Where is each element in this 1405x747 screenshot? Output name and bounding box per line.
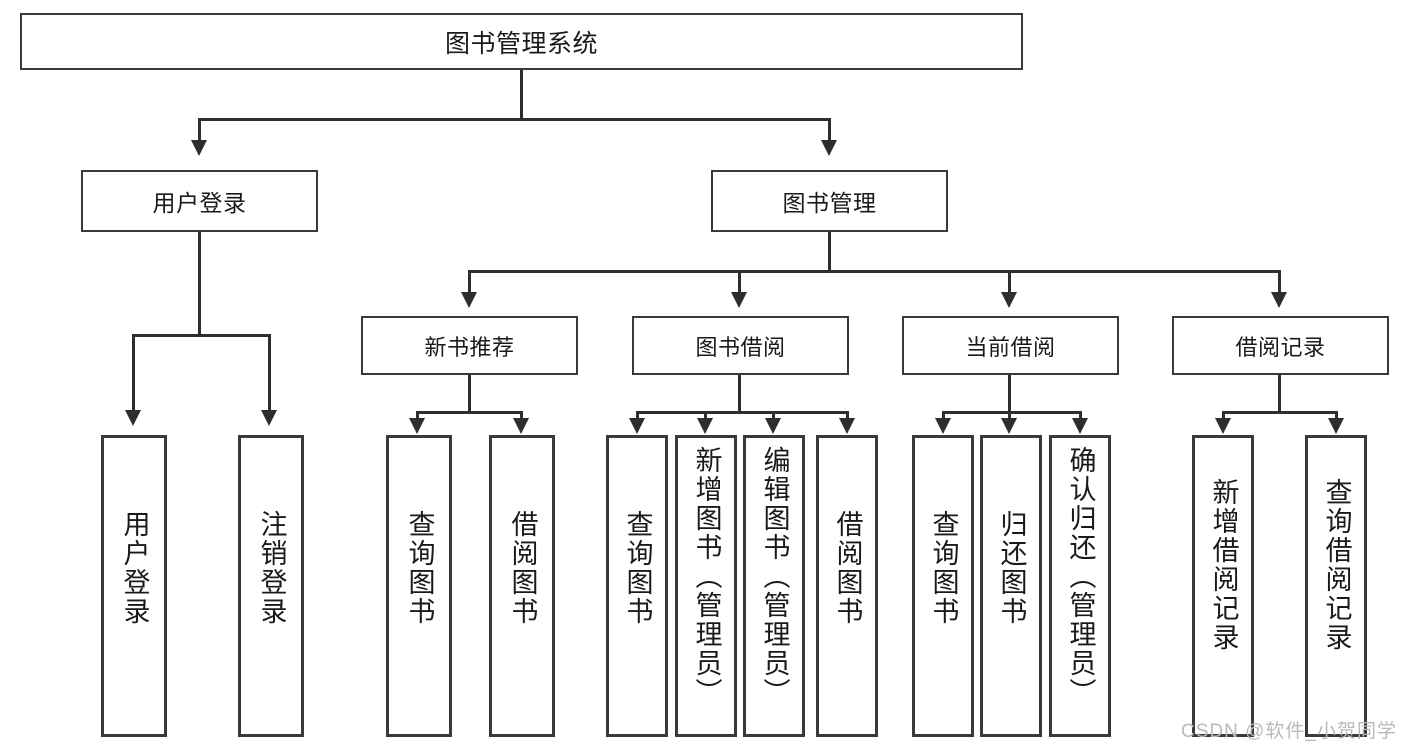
leaf-node-user-login[interactable]: 用户登录 (101, 435, 167, 737)
connector-br-stem (1278, 375, 1281, 413)
node-current-borrow[interactable]: 当前借阅 (902, 316, 1119, 375)
arrow-cb-to-leaf-3 (1072, 418, 1088, 434)
leaf-label: 确认归还（管理员） (1065, 446, 1096, 707)
connector-root-to-book-management (828, 118, 831, 144)
node-label: 用户登录 (152, 190, 247, 216)
connector-user-login-to-leaf-1 (132, 334, 135, 414)
leaf-label: 新增图书（管理员） (691, 446, 722, 707)
node-label: 新书推荐 (424, 334, 515, 360)
leaf-label: 编辑图书（管理员） (759, 446, 790, 707)
connector-br-to-leaf-1 (1222, 411, 1225, 423)
connector-bm-to-borrow-record (1278, 270, 1281, 296)
arrow-root-to-book-management (821, 140, 837, 156)
connector-root-to-user-login (198, 118, 201, 144)
leaf-node-query-book-bb[interactable]: 查询图书 (606, 435, 668, 737)
arrow-bb-to-leaf-2 (697, 418, 713, 434)
leaf-label: 新增借阅记录 (1208, 478, 1239, 652)
leaf-label: 查询借阅记录 (1321, 478, 1352, 652)
connector-bb-to-leaf-2 (704, 411, 707, 423)
connector-book-management-bus (468, 270, 1280, 273)
leaf-label: 注销登录 (256, 510, 287, 626)
arrow-user-login-to-leaf-2 (261, 410, 277, 426)
leaf-node-query-borrow-record[interactable]: 查询借阅记录 (1305, 435, 1367, 737)
leaf-label: 查询图书 (404, 510, 435, 626)
leaf-node-query-book-cb[interactable]: 查询图书 (912, 435, 974, 737)
leaf-node-query-book-nbr[interactable]: 查询图书 (386, 435, 452, 737)
connector-user-login-stem (198, 232, 201, 336)
connector-cb-to-leaf-3 (1079, 411, 1082, 423)
connector-bb-stem (738, 375, 741, 413)
connector-bm-to-current-borrow (1008, 270, 1011, 296)
leaf-node-borrow-book-nbr[interactable]: 借阅图书 (489, 435, 555, 737)
connector-user-login-bus (132, 334, 271, 337)
leaf-label: 借阅图书 (507, 510, 538, 626)
arrow-bb-to-leaf-3 (765, 418, 781, 434)
connector-nbr-to-leaf-1 (416, 411, 419, 423)
connector-br-to-leaf-2 (1335, 411, 1338, 423)
node-label: 图书借阅 (695, 334, 786, 360)
arrow-br-to-leaf-2 (1328, 418, 1344, 434)
node-book-management[interactable]: 图书管理 (711, 170, 948, 232)
node-root-library-management-system[interactable]: 图书管理系统 (20, 13, 1023, 70)
connector-book-management-stem (828, 232, 831, 272)
connector-root-bus (198, 118, 831, 121)
connector-bb-bus (636, 411, 849, 414)
connector-nbr-stem (468, 375, 471, 413)
connector-bm-to-new-book-recommend (468, 270, 471, 296)
arrow-bb-to-leaf-4 (839, 418, 855, 434)
leaf-node-edit-book-admin[interactable]: 编辑图书（管理员） (743, 435, 805, 737)
connector-cb-bus (942, 411, 1082, 414)
node-label: 图书管理 (782, 190, 877, 216)
node-new-book-recommend[interactable]: 新书推荐 (361, 316, 578, 375)
connector-bb-to-leaf-4 (846, 411, 849, 423)
node-borrow-record[interactable]: 借阅记录 (1172, 316, 1389, 375)
connector-cb-to-leaf-1 (942, 411, 945, 423)
connector-br-bus (1222, 411, 1337, 414)
node-user-login[interactable]: 用户登录 (81, 170, 318, 232)
arrow-cb-to-leaf-1 (935, 418, 951, 434)
connector-nbr-bus (416, 411, 523, 414)
arrow-br-to-leaf-1 (1215, 418, 1231, 434)
connector-bb-to-leaf-3 (772, 411, 775, 423)
leaf-node-add-book-admin[interactable]: 新增图书（管理员） (675, 435, 737, 737)
leaf-node-borrow-book-bb[interactable]: 借阅图书 (816, 435, 878, 737)
arrow-bb-to-leaf-1 (629, 418, 645, 434)
arrow-bm-to-new-book-recommend (461, 292, 477, 308)
node-book-borrow[interactable]: 图书借阅 (632, 316, 849, 375)
arrow-user-login-to-leaf-1 (125, 410, 141, 426)
arrow-nbr-to-leaf-1 (409, 418, 425, 434)
leaf-label: 查询图书 (928, 510, 959, 626)
arrow-bm-to-current-borrow (1001, 292, 1017, 308)
leaf-node-confirm-return-admin[interactable]: 确认归还（管理员） (1049, 435, 1111, 737)
arrow-bm-to-borrow-record (1271, 292, 1287, 308)
leaf-node-return-book[interactable]: 归还图书 (980, 435, 1042, 737)
node-label: 借阅记录 (1235, 334, 1326, 360)
leaf-node-add-borrow-record[interactable]: 新增借阅记录 (1192, 435, 1254, 737)
connector-cb-to-leaf-2 (1008, 411, 1011, 423)
leaf-label: 归还图书 (996, 510, 1027, 626)
connector-bm-to-book-borrow (738, 270, 741, 296)
connector-cb-stem (1008, 375, 1011, 413)
leaf-node-logout[interactable]: 注销登录 (238, 435, 304, 737)
connector-root-stem (520, 70, 523, 118)
connector-bb-to-leaf-1 (636, 411, 639, 423)
leaf-label: 查询图书 (622, 510, 653, 626)
arrow-cb-to-leaf-2 (1001, 418, 1017, 434)
connector-user-login-to-leaf-2 (268, 334, 271, 414)
arrow-root-to-user-login (191, 140, 207, 156)
connector-nbr-to-leaf-2 (520, 411, 523, 423)
node-label: 图书管理系统 (444, 29, 598, 58)
leaf-label: 借阅图书 (832, 510, 863, 626)
leaf-label: 用户登录 (119, 510, 150, 626)
node-label: 当前借阅 (965, 334, 1056, 360)
arrow-nbr-to-leaf-2 (513, 418, 529, 434)
arrow-bm-to-book-borrow (731, 292, 747, 308)
